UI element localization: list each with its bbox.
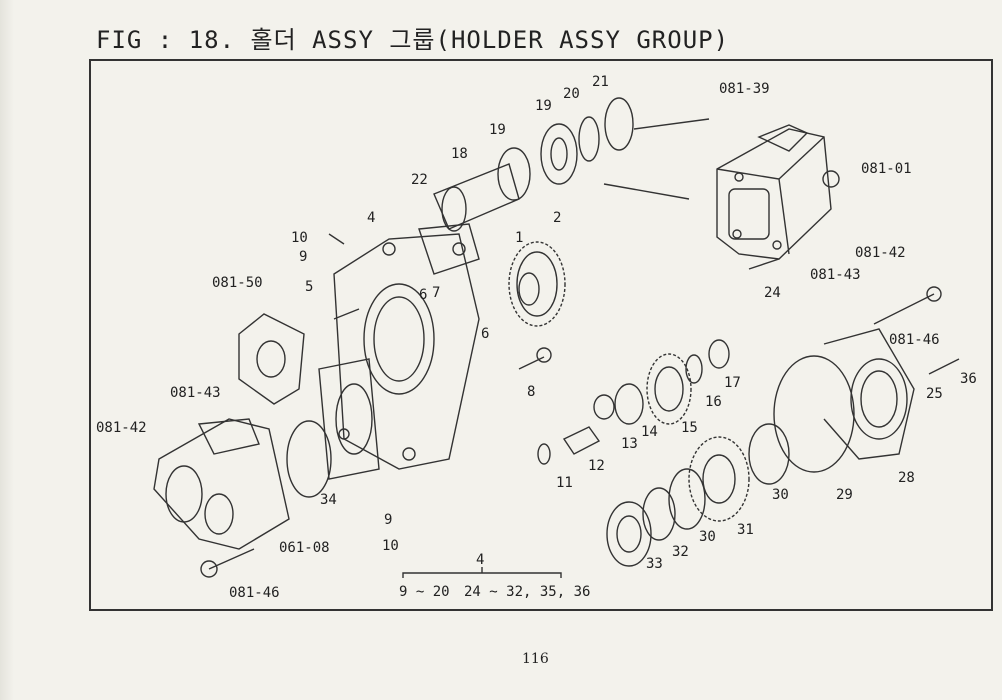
callout-19-upper: 19 [535, 98, 552, 114]
callout-081-39: 081-39 [719, 81, 770, 97]
callout-18: 18 [451, 146, 468, 162]
callout-5: 5 [305, 279, 314, 295]
callout-9-lower: 9 [384, 512, 393, 528]
page-number: 116 [522, 651, 549, 667]
callout-10-lower: 10 [382, 538, 399, 554]
upper-bearings-drawing [418, 97, 710, 275]
callout-061-08: 061-08 [279, 540, 330, 556]
callout-4: 4 [367, 210, 376, 226]
callout-6-upper: 6 [419, 287, 428, 303]
callout-21: 21 [592, 74, 609, 90]
callout-081-42-lower: 081-42 [96, 420, 147, 436]
callout-9-upper: 9 [299, 249, 308, 265]
gear-1-drawing [508, 241, 566, 327]
callout-081-46-lower: 081-46 [229, 585, 280, 601]
callout-24: 24 [764, 285, 781, 301]
bracket-right-range: 24 ~ 32, 35, 36 [464, 584, 591, 600]
figure-title: FIG : 18. 홀더 ASSY 그룹(HOLDER ASSY GROUP) [96, 26, 730, 54]
callout-12: 12 [588, 458, 605, 474]
diagram-frame [89, 59, 993, 611]
lower-gears-drawing [606, 423, 790, 567]
callout-2: 2 [553, 210, 562, 226]
callout-081-43-lower: 081-43 [170, 385, 221, 401]
upper-motor-drawing [716, 124, 840, 260]
callout-14: 14 [641, 424, 658, 440]
callout-13: 13 [621, 436, 638, 452]
callout-33: 33 [646, 556, 663, 572]
scan-edge-shadow [0, 0, 14, 700]
o-ring-34-drawing [286, 420, 332, 498]
exploded-view-drawing [153, 97, 960, 578]
callout-081-01: 081-01 [861, 161, 912, 177]
bracket-top-label: 4 [476, 552, 485, 568]
callout-10-upper: 10 [291, 230, 308, 246]
callout-081-46-upper: 081-46 [889, 332, 940, 348]
shaft-parts-drawing [537, 339, 730, 465]
callout-8: 8 [527, 384, 536, 400]
callout-34: 34 [320, 492, 337, 508]
callout-20: 20 [563, 86, 580, 102]
cover-drawing [773, 328, 915, 473]
callout-30-left: 30 [699, 529, 716, 545]
housing-drawing [318, 233, 480, 480]
callout-1: 1 [515, 230, 524, 246]
callout-6-lower: 6 [481, 326, 490, 342]
callout-28: 28 [898, 470, 915, 486]
bracket-drawing [402, 567, 562, 578]
callout-11: 11 [556, 475, 573, 491]
callout-22: 22 [411, 172, 428, 188]
callout-081-50: 081-50 [212, 275, 263, 291]
callout-32: 32 [672, 544, 689, 560]
callout-29: 29 [836, 487, 853, 503]
plate-drawing [238, 313, 305, 405]
callout-15: 15 [681, 420, 698, 436]
bolts-drawing [328, 233, 960, 375]
callout-31: 31 [737, 522, 754, 538]
callout-25: 25 [926, 386, 943, 402]
callout-30-right: 30 [772, 487, 789, 503]
lower-motor-drawing [153, 418, 290, 578]
callout-17: 17 [724, 375, 741, 391]
callout-19-lower: 19 [489, 122, 506, 138]
callout-36: 36 [960, 371, 977, 387]
bracket-left-range: 9 ~ 20 [399, 584, 450, 600]
callout-16: 16 [705, 394, 722, 410]
callout-7: 7 [432, 285, 441, 301]
callout-081-43-upper: 081-43 [810, 267, 861, 283]
callout-081-42-upper: 081-42 [855, 245, 906, 261]
